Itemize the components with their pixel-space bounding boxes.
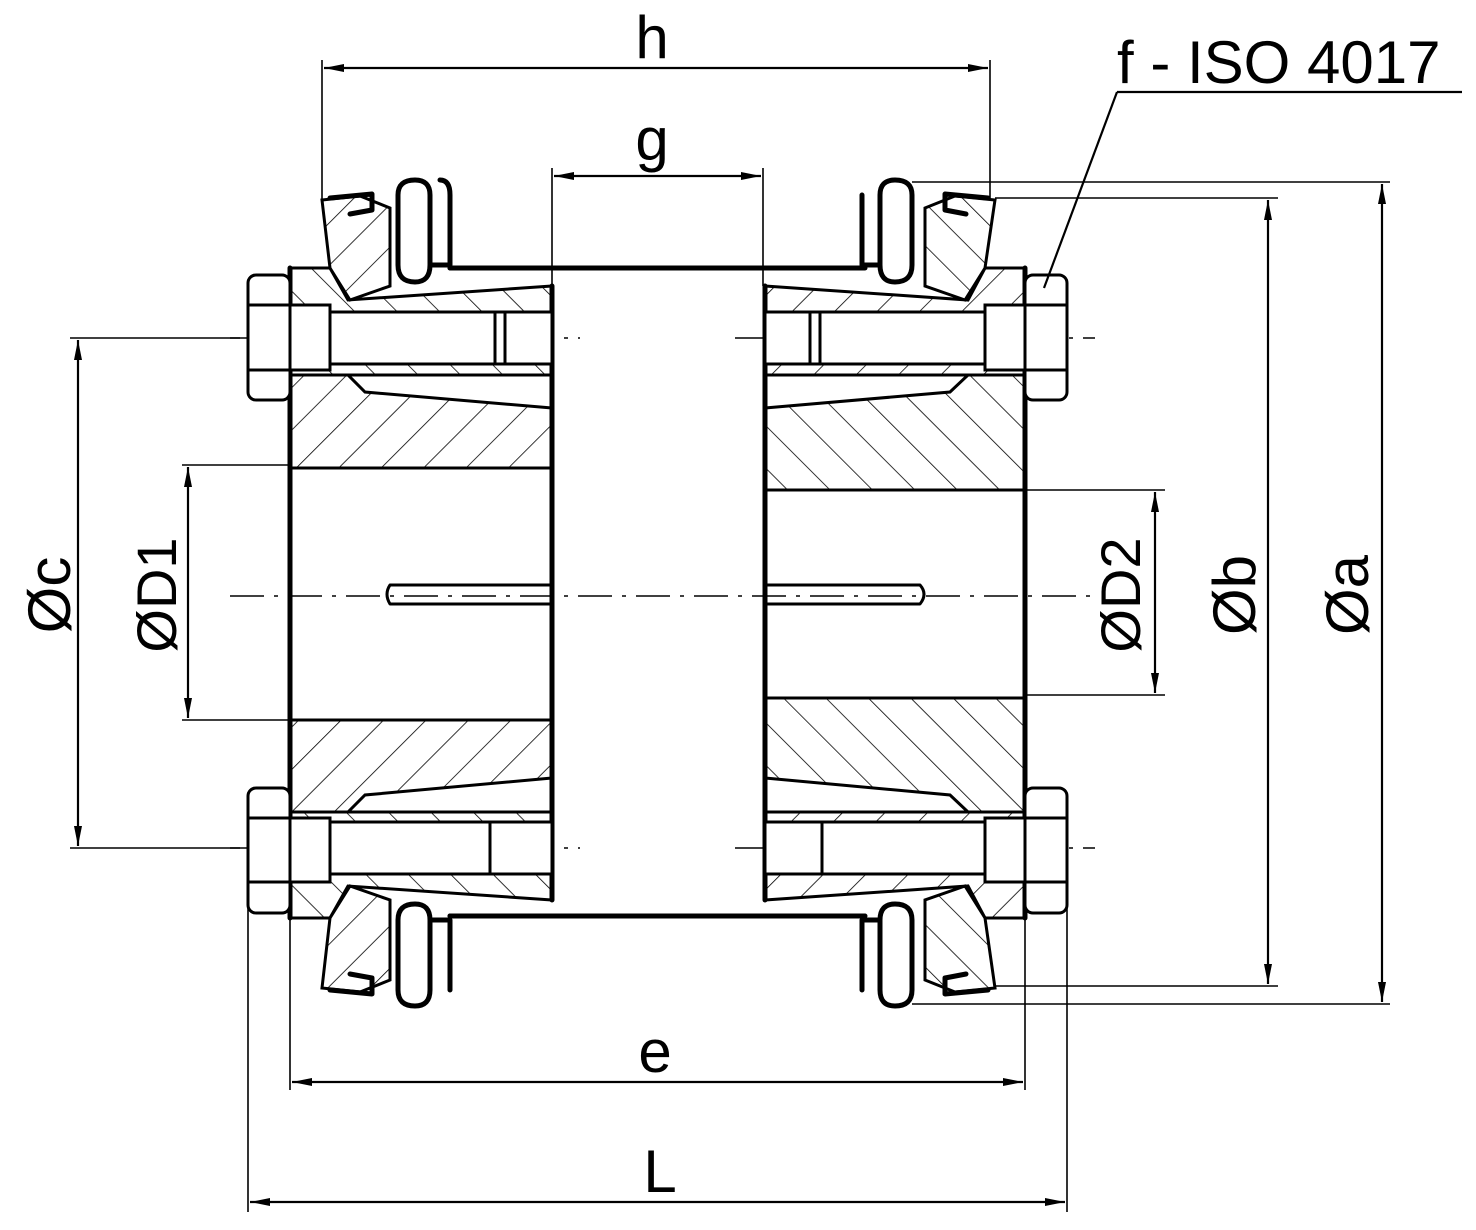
left-disc-pack-bottom: [320, 884, 555, 1009]
dimension-e: e: [289, 918, 1026, 1090]
left-disc-pack-top: [320, 177, 555, 302]
label-c: Øc: [16, 557, 83, 634]
label-D1: ØD1: [125, 537, 188, 652]
leader-f: f - ISO 4017: [1042, 29, 1462, 289]
label-f: f - ISO 4017: [1117, 29, 1441, 96]
dimension-g: g: [551, 106, 764, 286]
label-b: Øb: [1201, 555, 1268, 635]
dimension-D2: ØD2: [1025, 489, 1165, 696]
dimension-c: Øc: [16, 337, 240, 849]
label-D2: ØD2: [1089, 537, 1152, 652]
dimension-b: Øb: [995, 197, 1278, 987]
label-e: e: [638, 1018, 671, 1085]
spacer-tube: [447, 265, 868, 919]
label-h: h: [635, 4, 668, 71]
label-a: Øa: [1314, 554, 1381, 635]
dimension-h: h: [321, 4, 991, 200]
label-g: g: [635, 106, 668, 173]
right-disc-pack-top: [762, 177, 997, 302]
bolt-left-top: [246, 273, 554, 402]
label-L: L: [643, 1138, 676, 1205]
dimension-D1: ØD1: [125, 464, 290, 721]
dimension-L: L: [247, 905, 1068, 1212]
right-disc-pack-bottom: [762, 884, 997, 1009]
bolt-right-top: [763, 273, 1069, 402]
dimension-a: Øa: [912, 181, 1390, 1005]
bolt-right-bottom: [763, 786, 1069, 915]
bolt-left-bottom: [246, 786, 554, 915]
